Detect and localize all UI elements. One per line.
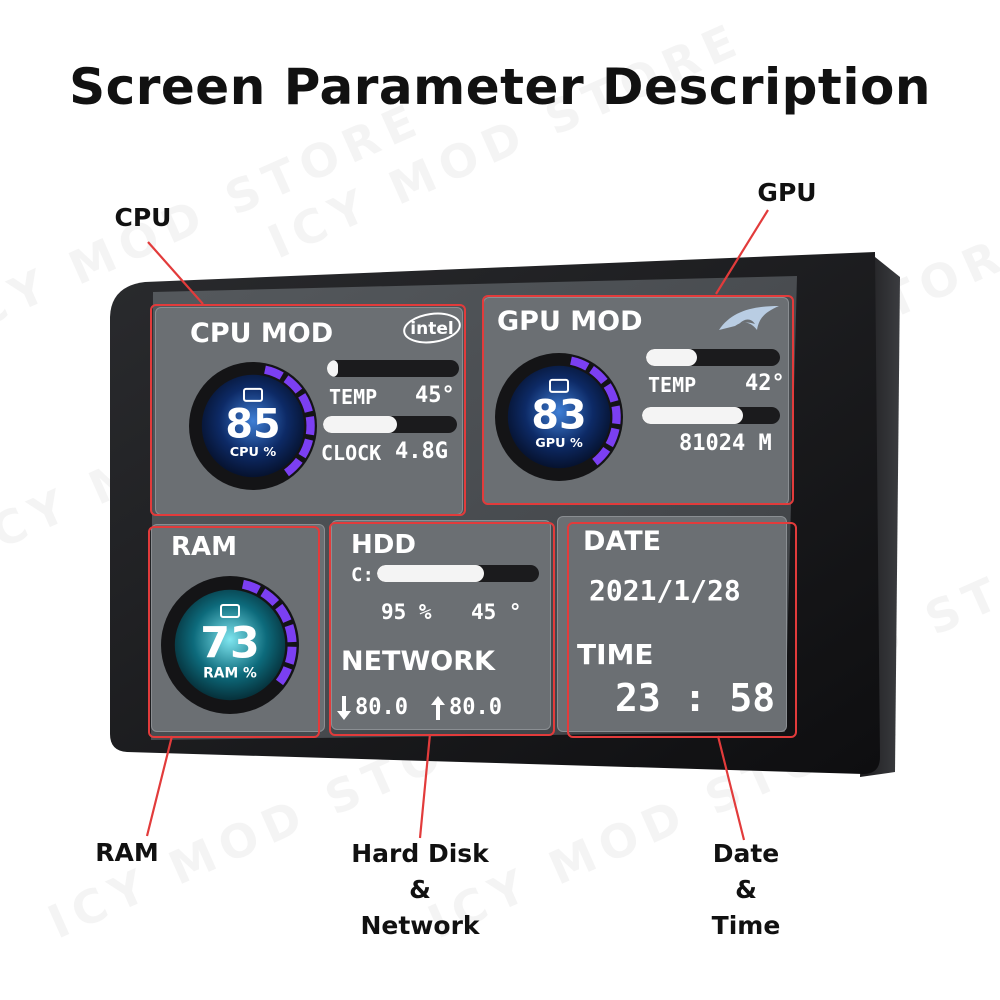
gpu-memory-value: 81024 M — [679, 431, 772, 456]
cpu-gauge-arc-segment — [298, 393, 313, 413]
callout-cpu: CPU — [114, 203, 172, 232]
cpu-temp-value: 45° — [415, 383, 455, 408]
hdd-drive-bar-fill — [377, 565, 484, 582]
cpu-clock-bar-fill — [323, 416, 397, 433]
ram-gauge-arc-segment — [284, 624, 297, 643]
gpu-gauge-arc-segment — [569, 356, 590, 371]
ram-highlight-box — [148, 526, 320, 738]
time-label: TIME — [577, 638, 654, 671]
cpu-gauge-arc-segment — [263, 365, 284, 380]
upload-arrow-icon — [431, 696, 445, 720]
cpu-gauge-arc-segment — [283, 457, 303, 477]
cpu-temp-label: TEMP — [329, 385, 378, 409]
ram-gauge-face — [174, 589, 286, 701]
gpu-temp-bar — [646, 349, 780, 366]
gpu-gauge-face — [507, 365, 611, 469]
cpu-temp-bar — [327, 360, 459, 377]
cpu-gauge-arc-segment — [298, 438, 314, 459]
network-title: NETWORK — [341, 646, 495, 677]
callout-date-time: Date & Time — [686, 836, 806, 944]
memory-stick-icon — [220, 603, 240, 618]
ram-gauge-arc-segment — [260, 588, 280, 607]
watermark-line: ICY MOD STORE — [260, 11, 751, 269]
gpu-title: GPU MOD — [497, 306, 643, 337]
gpu-gauge-arc-segment — [605, 427, 620, 448]
gpu-temp-value: 42° — [745, 371, 785, 396]
hdd-drive-label: C: — [351, 564, 374, 586]
cpu-gauge-face — [201, 374, 305, 478]
date-time-highlight-box — [567, 522, 797, 738]
graphics-card-icon — [549, 378, 569, 393]
cpu-clock-value: 4.8G — [395, 439, 448, 464]
gpu-gauge-arc-segment — [589, 366, 608, 385]
gpu-gauge-arc-segment — [592, 446, 611, 466]
callout-date-line: Time — [711, 911, 781, 940]
gpu-temp-label: TEMP — [648, 373, 697, 397]
cpu-title: CPU MOD — [190, 318, 334, 349]
date-value: 2021/1/28 — [589, 574, 741, 607]
ram-gauge-arc-segment — [275, 603, 292, 623]
date-label: DATE — [583, 526, 662, 557]
time-value: 23 : 58 — [615, 676, 776, 720]
ram-usage-value: 73 — [200, 618, 260, 668]
cpu-clock-label: CLOCK — [321, 441, 382, 465]
intel-logo-icon: intel — [403, 312, 461, 344]
callout-hdd-line: Network — [360, 911, 480, 940]
hdd-network-panel — [331, 520, 551, 730]
callout-hdd-line: & — [409, 875, 431, 904]
gpu-gauge-arc-segment — [611, 405, 621, 425]
callout-hard-disk-network: Hard Disk & Network — [330, 836, 510, 944]
cpu-chip-icon — [243, 387, 263, 402]
rog-eye-icon — [719, 306, 779, 330]
date-time-panel — [557, 516, 787, 732]
svg-text:intel: intel — [410, 319, 453, 339]
download-speed-value: 80.0 — [355, 695, 408, 720]
cpu-usage-value: 85 — [225, 402, 280, 448]
page-title: Screen Parameter Description — [69, 58, 931, 116]
hdd-temp-value: 45 ° — [471, 600, 522, 624]
gpu-usage-label: GPU % — [535, 436, 583, 451]
callout-date-line: Date — [712, 839, 780, 868]
upload-speed-value: 80.0 — [449, 695, 502, 720]
gpu-gauge-arc-segment — [603, 383, 619, 403]
cpu-highlight-box — [150, 304, 466, 516]
ram-title: RAM — [171, 532, 238, 562]
cpu-gauge-arc-segment — [283, 375, 303, 394]
gpu-usage-value: 83 — [531, 393, 586, 439]
ram-usage-label: RAM % — [203, 665, 257, 681]
callout-gpu: GPU — [757, 178, 817, 207]
hdd-highlight-box — [329, 522, 555, 736]
gpu-temp-bar-fill — [646, 349, 697, 366]
cpu-gauge-arc-segment — [305, 416, 315, 436]
ram-gauge-arc-segment — [275, 666, 292, 686]
gpu-memory-bar-fill — [642, 407, 743, 424]
hdd-usage-value: 95 % — [381, 600, 432, 624]
callout-date-line: & — [735, 875, 757, 904]
gpu-memory-bar — [642, 407, 780, 424]
hdd-title: HDD — [351, 530, 416, 560]
download-arrow-icon — [337, 696, 351, 720]
gpu-highlight-box — [482, 295, 794, 505]
callout-ram: RAM — [95, 838, 159, 867]
ram-gauge-arc-segment — [284, 646, 297, 665]
ram-gauge-arc-segment — [241, 579, 261, 594]
hdd-drive-bar — [377, 565, 539, 582]
cpu-clock-bar — [323, 416, 457, 433]
cpu-temp-bar-fill — [327, 360, 338, 377]
cpu-usage-label: CPU % — [230, 445, 277, 460]
callout-hdd-line: Hard Disk — [351, 839, 489, 868]
